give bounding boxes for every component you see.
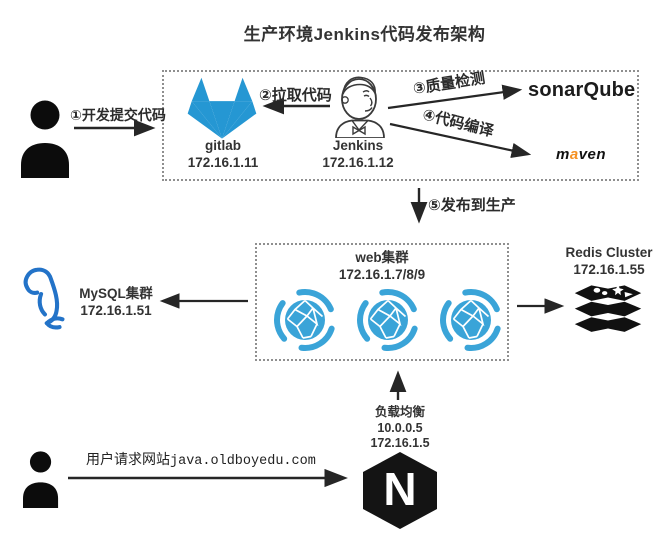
nginx-caption: 负载均衡 10.0.0.5 172.16.1.5 [356,405,444,452]
mysql-ip: 172.16.1.51 [80,302,152,318]
web-cluster-box [255,243,509,361]
gitlab-ip: 172.16.1.11 [187,154,259,170]
redis-stack-icon [574,284,642,332]
jenkins-name: Jenkins [332,138,384,153]
maven-letters-ven: ven [578,146,607,163]
mysql-name: MySQL集群 [79,286,153,301]
person-silhouette-icon [21,100,69,178]
maven-letter-m: m [556,146,570,163]
gitlab-caption: gitlab 172.16.1.11 [177,138,269,172]
ci-pipeline-box [162,70,639,181]
load-balancer-name: 负载均衡 [374,405,425,419]
redis-ip: 172.16.1.55 [573,261,645,277]
globe-cluster-icon [440,289,502,351]
step-dev-commit-label: ①开发提交代码 [70,107,166,123]
load-balancer-vip: 10.0.0.5 [377,420,423,435]
globe-cluster-icon [357,289,419,351]
globe-cluster-icon [274,289,336,351]
gitlab-name: gitlab [205,138,241,153]
web-cluster-caption: web集群 172.16.1.7/8/9 [255,250,509,284]
step-deploy-prod-label: ⑤发布到生产 [428,197,516,214]
web-cluster-ip: 172.16.1.7/8/9 [338,266,426,282]
maven-logo: maven [556,146,606,163]
step-pull-code-label: ②拉取代码 [259,87,332,104]
user-request-domain: java.oldboyedu.com [170,454,316,469]
load-balancer-ip: 172.16.1.5 [370,436,430,451]
redis-caption: Redis Cluster 172.16.1.55 [562,245,656,279]
sonarqube-label: sonarQube [528,79,636,101]
jenkins-caption: Jenkins 172.16.1.12 [310,138,406,172]
person-silhouette-icon [23,451,59,508]
mysql-caption: MySQL集群 172.16.1.51 [78,286,154,320]
user-request-prefix: 用户请求网站 [86,451,170,467]
nginx-letter: N [383,462,417,515]
jenkins-butler-icon [335,76,385,138]
user-request-label: 用户请求网站java.oldboyedu.com [86,449,316,469]
jenkins-ip: 172.16.1.12 [322,154,394,170]
gitlab-tanuki-icon [187,77,257,139]
web-cluster-name: web集群 [355,250,409,265]
mysql-dolphin-icon [23,267,65,330]
maven-letter-a: a [569,146,579,163]
redis-name: Redis Cluster [565,245,653,260]
nginx-hexagon-icon: N [363,452,437,529]
page-title: 生产环境Jenkins代码发布架构 [243,25,486,44]
